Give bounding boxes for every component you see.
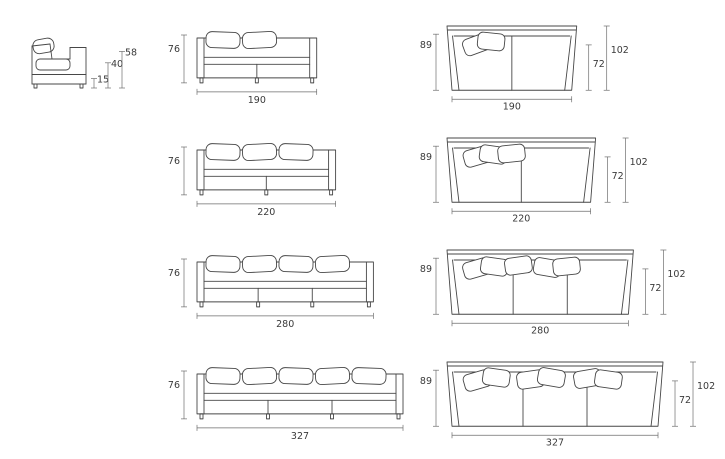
arm-inner-edge xyxy=(583,147,591,203)
top-depth-label: 89 xyxy=(420,152,432,163)
drawing-line xyxy=(49,43,53,60)
seat-depth-label: 72 xyxy=(649,283,661,294)
front-height-label: 76 xyxy=(168,268,180,279)
sofa-leg xyxy=(396,413,401,420)
back-cushion xyxy=(314,254,351,274)
throw-cushion xyxy=(481,367,511,388)
top-depth-label: 89 xyxy=(420,40,432,51)
sofa-leg xyxy=(33,83,38,89)
sofa-plan-outline xyxy=(446,137,597,203)
throw-cushion xyxy=(552,256,581,277)
front-height-label: 76 xyxy=(168,156,180,167)
throw-cushion xyxy=(497,143,526,164)
front-height-label: 76 xyxy=(168,380,180,391)
back-cushion xyxy=(205,255,241,273)
top-depth-label: 89 xyxy=(420,264,432,275)
back-cushion xyxy=(278,143,314,161)
sofa-leg xyxy=(310,301,315,308)
sofa-leg xyxy=(266,413,270,420)
back-cushion xyxy=(241,30,278,50)
back-cushion xyxy=(241,366,278,386)
sofa-leg xyxy=(199,189,204,196)
throw-cushion xyxy=(594,369,623,390)
arm-inner-edge xyxy=(452,259,460,315)
top-view-sofa-280: 89 72 102 280 xyxy=(420,249,686,336)
top-width-label: 190 xyxy=(503,101,521,112)
sofa-leg xyxy=(199,413,204,420)
back-cushion xyxy=(241,254,278,274)
sofa-leg xyxy=(264,189,269,196)
front-view-sofa-220: 76 220 xyxy=(168,142,337,218)
front-view-sofa-327: 76 327 xyxy=(168,366,404,442)
arm-inner-edge xyxy=(564,35,572,91)
back-cushion xyxy=(205,31,241,49)
arm-inner-edge xyxy=(452,371,460,427)
sofa-plan-outline xyxy=(446,25,578,91)
arm-inner-edge xyxy=(452,35,460,91)
seat-depth-label: 72 xyxy=(593,59,605,70)
throw-cushion xyxy=(536,367,566,388)
back-cushion xyxy=(351,367,387,385)
total-depth-label: 102 xyxy=(667,269,685,280)
seat-depth-label: 72 xyxy=(612,171,624,182)
back-cushion xyxy=(205,367,241,385)
side-dim-label: 15 xyxy=(97,75,109,86)
side-dim-label: 40 xyxy=(111,59,123,70)
arm-inner-edge xyxy=(620,259,629,315)
front-width-label: 190 xyxy=(248,95,266,106)
front-width-label: 327 xyxy=(291,431,309,442)
sofa-leg xyxy=(366,301,371,308)
seat-cushion xyxy=(35,58,71,71)
sofa-leg xyxy=(256,301,261,308)
front-view-sofa-190: 76 190 xyxy=(168,30,318,106)
drawing-line xyxy=(31,43,51,47)
back-cushion xyxy=(241,142,278,162)
throw-cushion xyxy=(476,31,506,52)
sofa-leg xyxy=(199,77,204,84)
front-view-sofa-280: 76 280 xyxy=(168,254,374,330)
total-depth-label: 102 xyxy=(611,45,629,56)
total-depth-label: 102 xyxy=(697,381,715,392)
front-height-label: 76 xyxy=(168,44,180,55)
top-width-label: 327 xyxy=(546,437,564,448)
back-cushion xyxy=(314,366,351,386)
sofa-leg xyxy=(330,413,334,420)
back-cushion xyxy=(278,255,314,273)
top-view-sofa-220: 89 72 102 220 xyxy=(420,137,648,224)
sofa-plan-outline xyxy=(446,361,664,427)
top-view-sofa-190: 89 72 102 190 xyxy=(420,25,629,112)
seat-depth-label: 72 xyxy=(679,395,691,406)
side-dim-label: 58 xyxy=(125,47,137,58)
arm-inner-edge xyxy=(452,147,460,203)
sofa-leg xyxy=(310,77,315,84)
back-cushion xyxy=(278,367,314,385)
sofa-leg xyxy=(329,189,334,196)
top-depth-label: 89 xyxy=(420,376,432,387)
front-width-label: 220 xyxy=(257,207,275,218)
total-depth-label: 102 xyxy=(630,157,648,168)
sofa-leg xyxy=(254,77,259,84)
top-width-label: 220 xyxy=(512,213,530,224)
back-cushion xyxy=(205,143,241,161)
front-width-label: 280 xyxy=(276,319,294,330)
throw-cushion xyxy=(504,255,533,276)
sofa-leg xyxy=(199,301,204,308)
back-cushion xyxy=(32,37,55,55)
arm-inner-edge xyxy=(650,371,658,427)
sofa-leg xyxy=(79,83,84,89)
top-view-sofa-327: 89 72 102 327 xyxy=(420,361,715,448)
sofa-plan-outline xyxy=(446,249,634,315)
top-width-label: 280 xyxy=(531,325,549,336)
